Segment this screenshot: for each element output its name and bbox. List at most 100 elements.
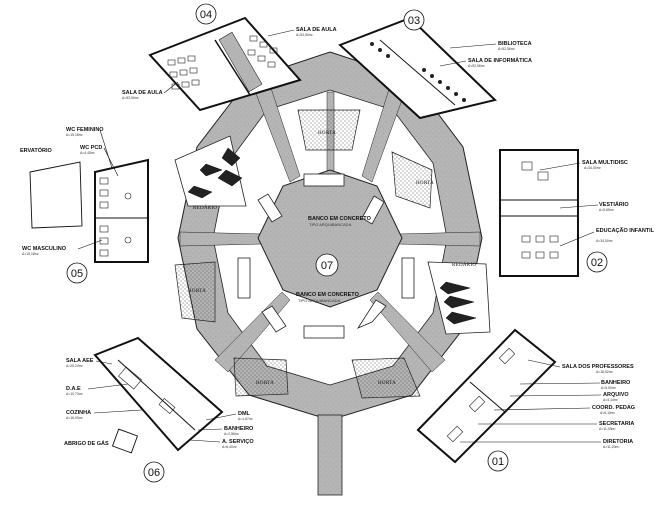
garden-horta-left xyxy=(174,261,216,323)
room-label-sala-aee: SALA AEE xyxy=(66,358,94,364)
room-area: A=5,00m² xyxy=(601,386,617,390)
leader-lines xyxy=(77,29,602,443)
garden-label-horta: HORTA xyxy=(318,131,336,136)
wing-05-toilets xyxy=(29,158,149,263)
bench-label: BANCO EM CONCRETO xyxy=(308,216,372,222)
garden-horta-bottom-left xyxy=(233,357,289,397)
room-area: A=11,43m² xyxy=(599,427,616,431)
bench xyxy=(303,325,345,339)
room-label-sala-multidisc: SALA MULTIDISC xyxy=(582,160,628,166)
bench xyxy=(257,193,283,223)
bench xyxy=(401,257,415,299)
room-label-secretaria: SECRETARIA xyxy=(599,421,634,427)
room-area: A=52,56m² xyxy=(468,64,486,68)
room-area: A=52,56m² xyxy=(498,47,516,51)
room-area: A=15,18m² xyxy=(66,133,84,137)
wing-01-admin xyxy=(416,328,557,464)
hammock-icon xyxy=(443,295,475,309)
room-area: A=1,67m² xyxy=(238,417,254,421)
room-area: A=5,65m² xyxy=(599,208,615,212)
room-label-arquivo: ARQUIVO xyxy=(603,392,629,398)
wing-03-library xyxy=(338,16,498,120)
hammock-icon xyxy=(445,311,477,325)
room-area: A=10,73m² xyxy=(66,392,84,396)
wing-numbers: 04 03 05 02 06 01 07 xyxy=(66,3,608,483)
garden-horta-bottom-right xyxy=(351,357,421,399)
room-label-wc-pcd: WC PCD xyxy=(80,145,102,151)
hammock-icon xyxy=(187,185,213,199)
room-label-banheiro: BANHEIRO xyxy=(224,426,254,432)
room-label-banheiro: BANHEIRO xyxy=(601,380,631,386)
bench-sublabel: TIPO ARQUIBANCADA xyxy=(298,298,341,303)
wing-02-number: 02 xyxy=(591,257,603,269)
gas-shelter xyxy=(111,428,139,454)
bench xyxy=(303,173,345,187)
garden-label-horta: HORTA xyxy=(416,181,434,186)
hammock-icons xyxy=(187,147,477,325)
room-area: A=11,20m² xyxy=(603,445,620,449)
hammock-icon xyxy=(439,281,471,295)
garden-label-redario: REDÁRIO xyxy=(193,205,217,211)
room-area: A=53,50m² xyxy=(122,96,140,100)
hammock-icon xyxy=(221,147,241,167)
room-area: A=34,00m² xyxy=(584,166,602,170)
wing-02-rooms xyxy=(499,149,579,277)
wing-07-number: 07 xyxy=(321,260,333,272)
room-label-educacao-infantil: EDUCAÇÃO INFANTIL xyxy=(596,227,655,234)
room-label-ervatorio: ERVATÓRIO xyxy=(20,146,53,154)
room-label-a-servico: A. SERVIÇO xyxy=(222,439,254,445)
room-area: A=2,56m² xyxy=(224,432,240,436)
room-label-sala-professores: SALA DOS PROFESSORES xyxy=(562,364,634,370)
bench xyxy=(237,257,251,299)
garden-horta-top xyxy=(297,109,361,151)
room-area: A=6,15m² xyxy=(600,411,616,415)
room-label-cozinha: COZINHA xyxy=(66,410,91,416)
room-label-abrigo-gas: ABRIGO DE GÁS xyxy=(64,440,109,447)
bench-labels: BANCO EM CONCRETO TIPO ARQUIBANCADA BANC… xyxy=(296,216,372,303)
bench-label: BANCO EM CONCRETO xyxy=(296,292,360,298)
bench xyxy=(361,195,385,225)
room-label-sala-informatica: SALA DE INFORMÁTICA xyxy=(468,57,532,64)
room-area: A=4,45m² xyxy=(80,151,96,155)
room-label-sala-aula: SALA DE AULA xyxy=(296,27,337,33)
room-area: A=4,14m² xyxy=(603,398,619,402)
hammock-icon xyxy=(217,169,243,187)
room-area: A=34,00m² xyxy=(596,239,614,243)
garden-horta-right xyxy=(391,151,433,209)
room-area: A=15,18m² xyxy=(22,252,40,256)
circulation-ring xyxy=(177,51,483,496)
garden-label-horta: HORTA xyxy=(378,381,396,386)
wing-06-kitchen xyxy=(93,336,224,454)
ervatorio-box xyxy=(29,161,83,229)
concrete-benches xyxy=(237,173,415,339)
wing-04-classrooms xyxy=(148,16,302,112)
garden-labels: HORTA HORTA HORTA HORTA HORTA REDÁRIO RE… xyxy=(188,131,476,386)
bench xyxy=(356,299,387,329)
room-label-diretoria: DIRETORIA xyxy=(603,439,633,445)
wing-04-number: 04 xyxy=(200,9,212,21)
room-label-sala-aula: SALA DE AULA xyxy=(122,90,163,96)
room-area: A=16,00m² xyxy=(66,416,84,420)
wing-05-number: 05 xyxy=(71,268,83,280)
wing-03-number: 03 xyxy=(408,15,420,27)
bench xyxy=(261,305,287,333)
room-label-biblioteca: BIBLIOTECA xyxy=(498,41,532,47)
room-label-vestiario: VESTIÁRIO xyxy=(599,201,629,208)
wing-06-number: 06 xyxy=(148,467,160,479)
room-labels: SALA DE AULA A=53,50m² SALA DE AULA A=53… xyxy=(20,27,655,449)
room-label-coord-pedag: COORD. PEDAG xyxy=(592,405,635,411)
room-area: A=53,50m² xyxy=(296,33,314,37)
room-area: A=6,40m² xyxy=(222,445,238,449)
room-label-dml: DML xyxy=(238,411,251,417)
garden-label-redario: REDÁRIO xyxy=(452,262,476,268)
bench-sublabel: TIPO ARQUIBANCADA xyxy=(309,222,352,227)
hammock-icon xyxy=(199,163,223,177)
wing-01-number: 01 xyxy=(492,456,504,468)
room-label-wc-masculino: WC MASCULINO xyxy=(22,246,67,252)
garden-label-horta: HORTA xyxy=(188,289,206,294)
room-area: A=18,52m² xyxy=(596,370,614,374)
room-label-wc-feminino: WC FEMININO xyxy=(66,127,104,133)
room-label-dae: D.A.E xyxy=(66,386,81,392)
room-area: A=25,24m² xyxy=(66,364,84,368)
